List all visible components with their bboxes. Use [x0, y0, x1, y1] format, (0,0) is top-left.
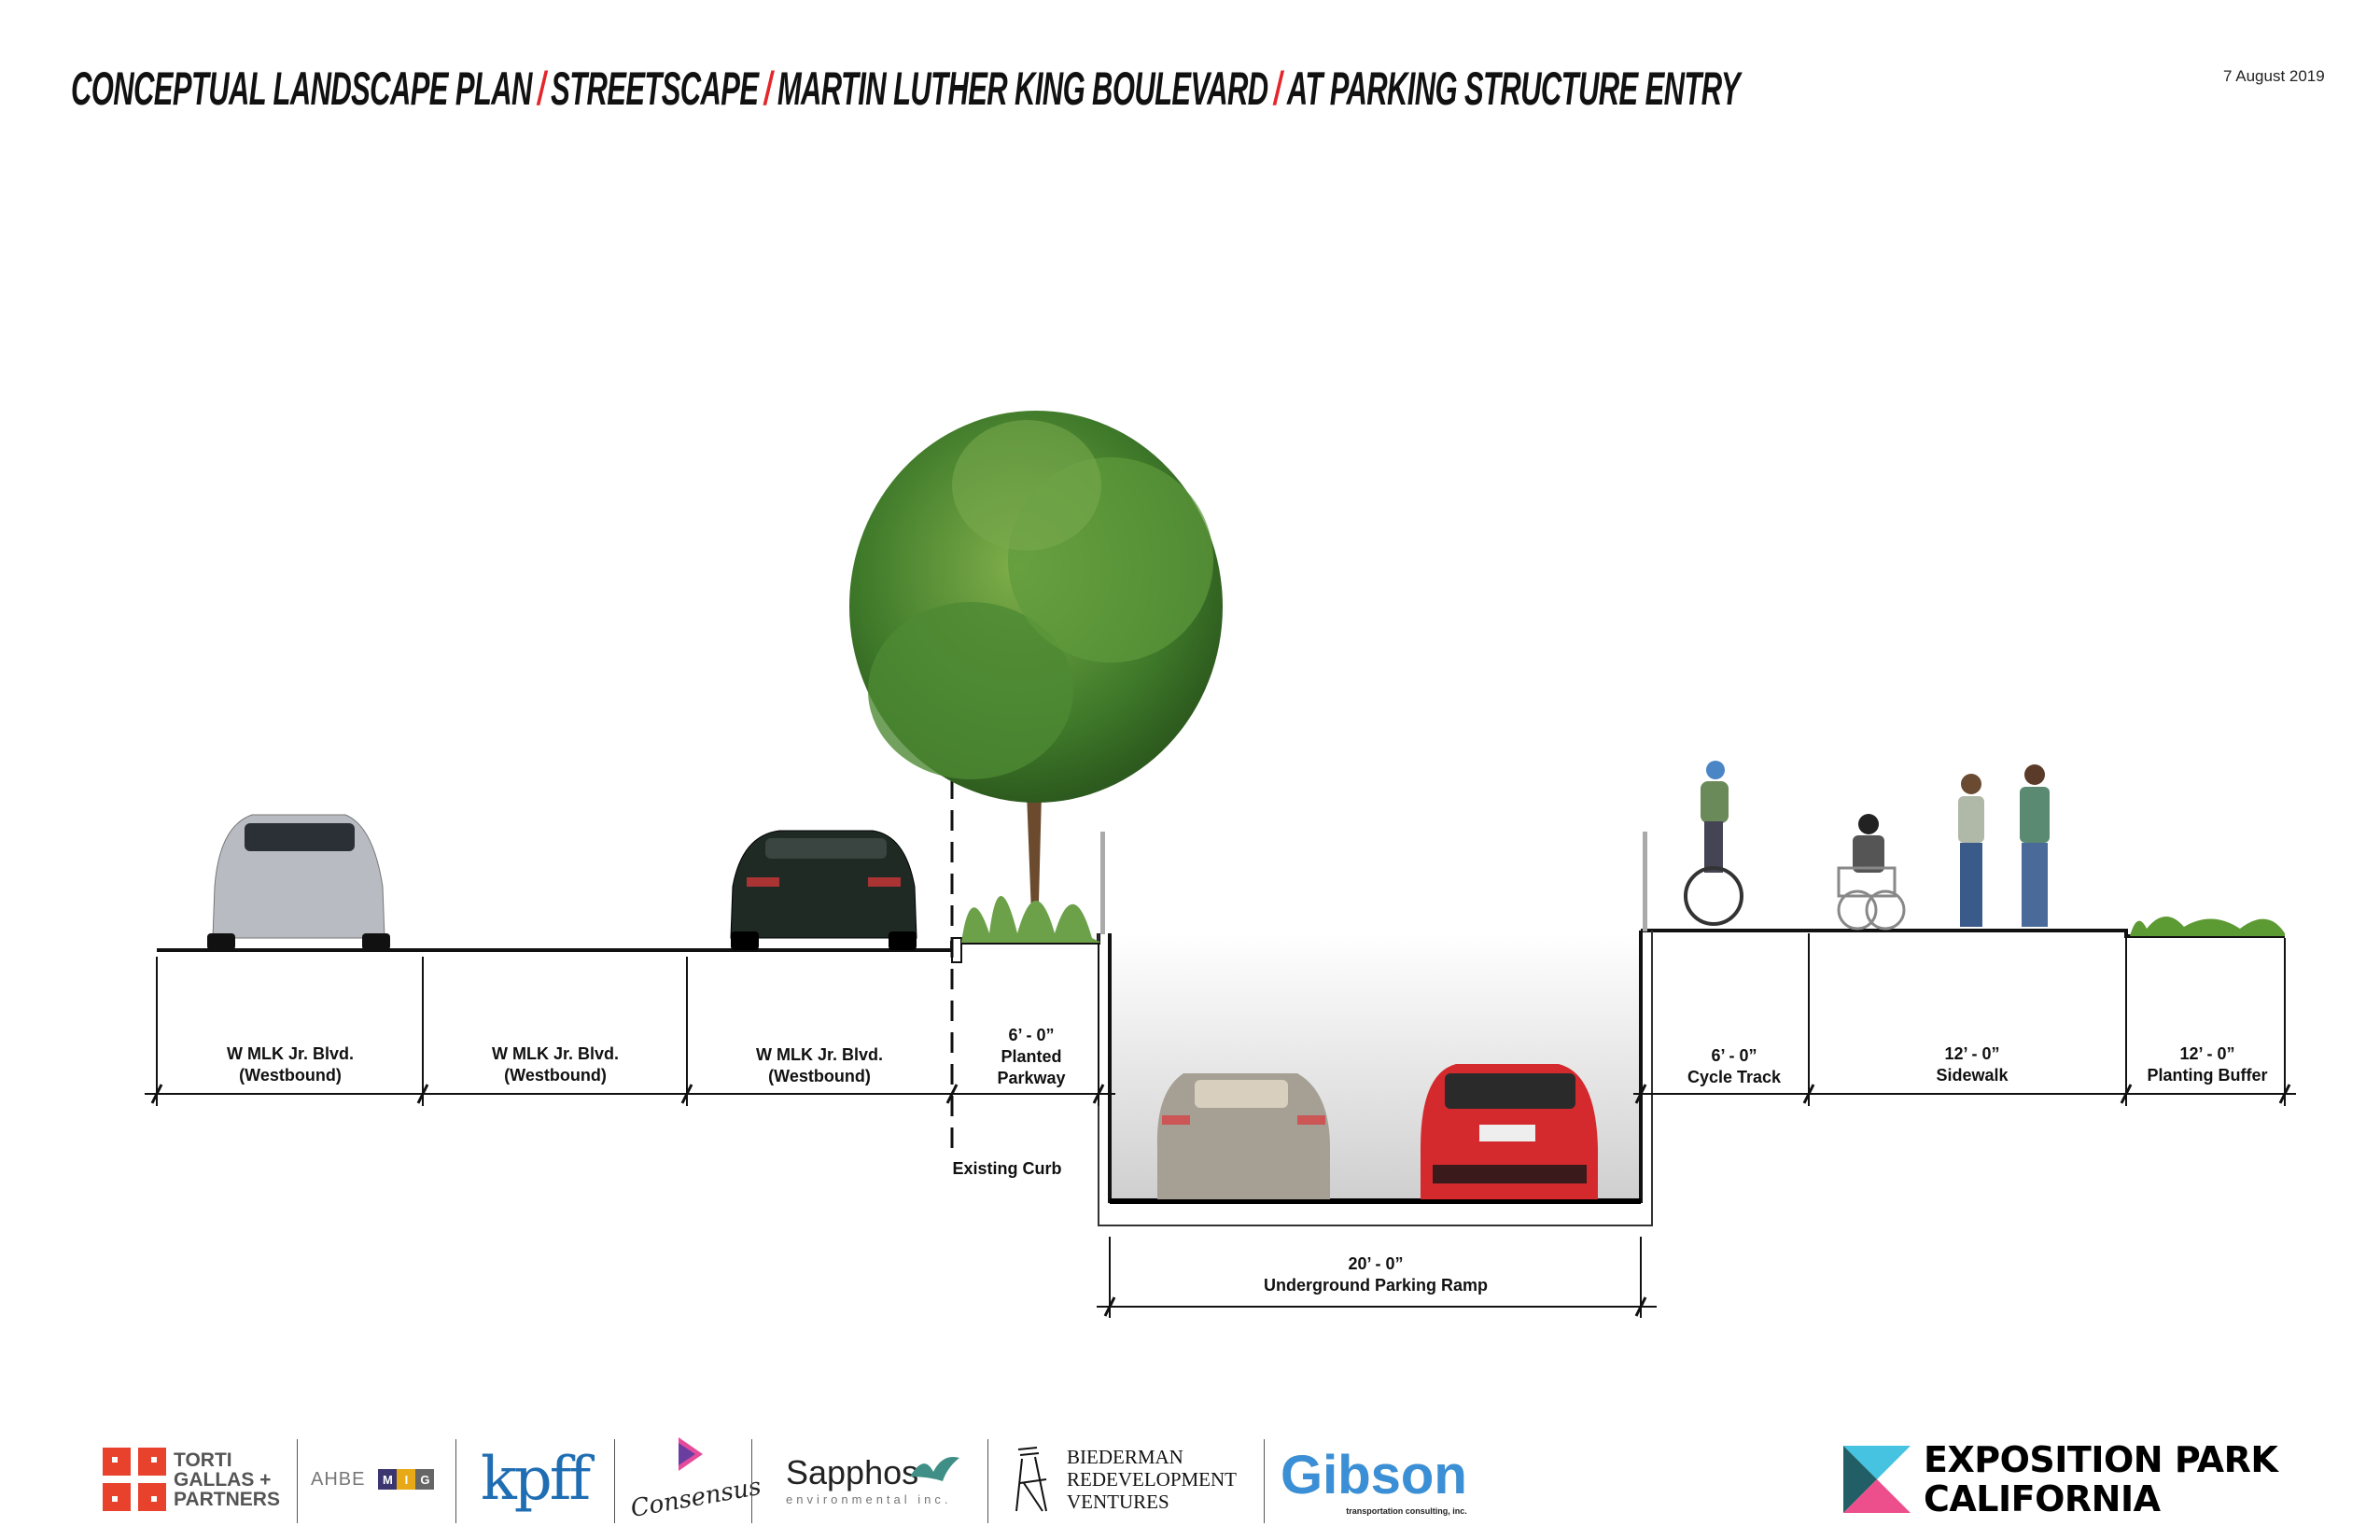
logo-text: AHBE	[311, 1468, 366, 1490]
logo-sapphos: Sapphos environmental inc.	[786, 1428, 959, 1531]
silver-car	[207, 814, 390, 950]
divider	[614, 1439, 615, 1523]
mig-mark: M I G	[378, 1469, 435, 1490]
planting-buffer-label: 12’ - 0” Planting Buffer	[2148, 1044, 2268, 1085]
label-text: Planting Buffer	[2148, 1066, 2268, 1085]
logo-text: EXPOSITION PARK	[1924, 1439, 2278, 1480]
divider	[751, 1439, 752, 1523]
label-text: Planted	[1001, 1047, 1061, 1066]
logo-gibson: Gibson transportation consulting, inc.	[1281, 1428, 1467, 1531]
logo-text: BIEDERMAN	[1067, 1446, 1183, 1468]
divider	[455, 1439, 456, 1523]
wheelchair-user	[1837, 814, 1906, 931]
logo-torti-gallas: TORTI GALLAS + PARTNERS	[103, 1428, 280, 1531]
bird-icon	[910, 1457, 959, 1481]
logo-text: TORTI	[174, 1449, 232, 1471]
pole	[1100, 832, 1105, 934]
dimension-text: 12’ - 0”	[2179, 1044, 2234, 1063]
title-separator: /	[1273, 63, 1282, 115]
dimension-lines	[145, 933, 2296, 1318]
dimension-text: 20’ - 0”	[1348, 1254, 1403, 1273]
logo-text: Sapphos	[786, 1452, 919, 1491]
logo-text: I	[397, 1469, 416, 1490]
parkway-label: 6’ - 0” Planted Parkway	[997, 1026, 1065, 1087]
logo-ahbe-mig: AHBE M I G	[311, 1428, 435, 1531]
pedestrians	[1958, 764, 2050, 927]
title-part: CONCEPTUAL LANDSCAPE PLAN	[71, 63, 532, 115]
consensus-mark-icon	[679, 1437, 703, 1471]
divider	[987, 1439, 988, 1523]
logo-kpff: kpff	[481, 1428, 591, 1531]
logo-text: CALIFORNIA	[1924, 1478, 2161, 1519]
title-part: MARTIN LUTHER KING BOULEVARD	[777, 63, 1268, 115]
lane-name: W MLK Jr. Blvd.	[227, 1044, 354, 1063]
lane-name: W MLK Jr. Blvd.	[492, 1044, 619, 1063]
planting-buffer-grass	[2130, 916, 2285, 936]
chair-icon	[1015, 1447, 1047, 1512]
pole	[1643, 832, 1647, 931]
existing-curb-label: Existing Curb	[952, 1159, 1061, 1178]
divider	[1264, 1439, 1265, 1523]
divider	[297, 1439, 298, 1523]
lane-label-1: W MLK Jr. Blvd. (Westbound)	[227, 1044, 354, 1085]
planted-shrubs	[961, 896, 1101, 943]
lane-direction: (Westbound)	[239, 1066, 342, 1085]
date: 7 August 2019	[2223, 67, 2325, 85]
gold-car	[1156, 1073, 1330, 1199]
logo-text: Gibson	[1281, 1444, 1467, 1505]
dimension-text: 12’ - 0”	[1944, 1044, 1999, 1063]
label-text: Underground Parking Ramp	[1264, 1276, 1488, 1295]
logo-text: GALLAS +	[174, 1468, 272, 1491]
tree	[849, 411, 1223, 938]
sidewalk-label: 12’ - 0” Sidewalk	[1936, 1044, 2009, 1085]
label-text: Parkway	[997, 1069, 1065, 1087]
logo-biederman: BIEDERMAN REDEVELOPMENT VENTURES	[1013, 1428, 1237, 1531]
lane-label-2: W MLK Jr. Blvd. (Westbound)	[492, 1044, 619, 1085]
title-separator: /	[537, 63, 546, 115]
logo-text: PARTNERS	[174, 1488, 280, 1510]
lane-label-3: W MLK Jr. Blvd. (Westbound)	[756, 1045, 883, 1085]
torti-mark-icon	[103, 1448, 166, 1511]
dimension-text: 6’ - 0”	[1711, 1046, 1757, 1065]
logo-consensus: Consensus	[628, 1428, 763, 1531]
expo-mark-icon	[1843, 1446, 1911, 1513]
logo-text: M	[378, 1469, 398, 1490]
logo-text: G	[415, 1469, 435, 1490]
logo-text: REDEVELOPMENT	[1067, 1468, 1237, 1491]
label-text: Sidewalk	[1936, 1066, 2009, 1085]
dimension-text: 6’ - 0”	[1008, 1026, 1054, 1044]
logo-text: environmental inc.	[786, 1491, 952, 1506]
partner-logos: TORTI GALLAS + PARTNERS AHBE M I G kpff …	[0, 1428, 2380, 1531]
cyclist	[1684, 761, 1743, 926]
title-part: STREETSCAPE	[551, 63, 759, 115]
label-text: Cycle Track	[1687, 1068, 1782, 1086]
cycle-track-label: 6’ - 0” Cycle Track	[1687, 1046, 1782, 1086]
logo-text: VENTURES	[1067, 1491, 1169, 1513]
red-car	[1421, 1064, 1598, 1199]
title-part: AT PARKING STRUCTURE ENTRY	[1286, 63, 1741, 115]
dark-green-car	[730, 830, 917, 950]
logo-text: kpff	[481, 1445, 591, 1514]
logo-text: transportation consulting, inc.	[1346, 1505, 1467, 1516]
lane-direction: (Westbound)	[504, 1066, 607, 1085]
lane-name: W MLK Jr. Blvd.	[756, 1045, 883, 1064]
title-separator: /	[763, 63, 773, 115]
logo-text: Consensus	[628, 1472, 763, 1524]
ramp-label: 20’ - 0” Underground Parking Ramp	[1264, 1254, 1488, 1295]
lane-direction: (Westbound)	[768, 1067, 871, 1085]
logo-exposition-park: EXPOSITION PARK CALIFORNIA	[1843, 1428, 2278, 1531]
page-title: CONCEPTUAL LANDSCAPE PLAN/STREETSCAPE/MA…	[71, 62, 1741, 116]
